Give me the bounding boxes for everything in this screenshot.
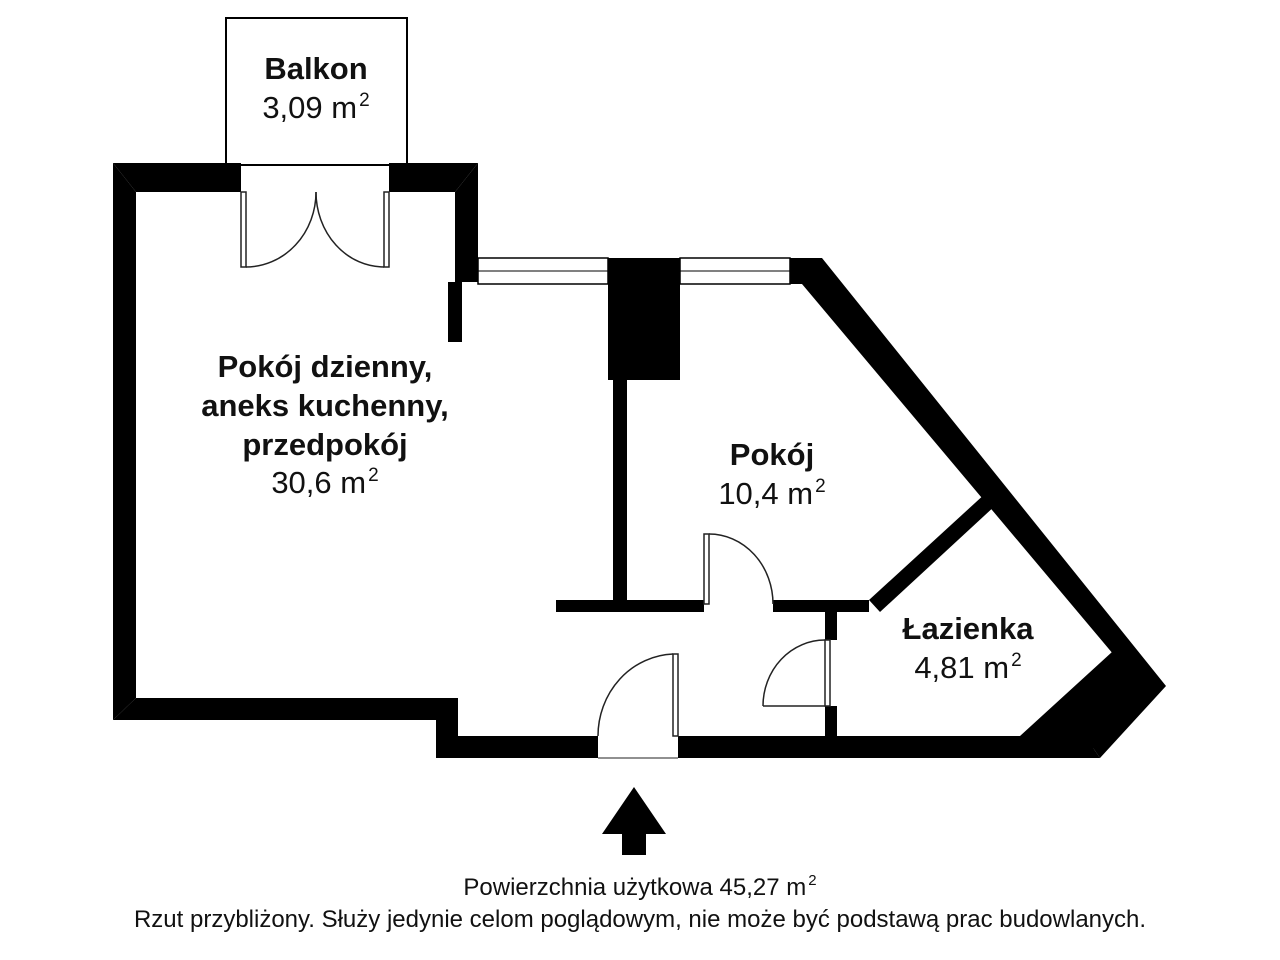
room-name: Łazienka bbox=[902, 611, 1034, 646]
pillar bbox=[608, 258, 680, 380]
living-room-label: Pokój dzienny, aneks kuchenny, przedpokó… bbox=[170, 348, 480, 503]
wall-bathroom-left-bottom bbox=[825, 706, 837, 738]
pokoj-door-arc bbox=[708, 533, 774, 605]
balcony-door-right-arc bbox=[315, 191, 385, 268]
windows bbox=[477, 257, 791, 285]
bathroom-door-arc bbox=[762, 639, 826, 707]
wall-corridor-right bbox=[773, 600, 869, 612]
room-name: Balkon bbox=[264, 51, 368, 86]
balcony-outline bbox=[225, 17, 408, 166]
entrance-arrow-icon bbox=[602, 787, 666, 855]
entrance-door-leaf bbox=[672, 653, 679, 737]
wall-right-upper bbox=[455, 163, 478, 282]
wall-top-left bbox=[113, 163, 241, 192]
room-name-line-2: aneks kuchenny, bbox=[201, 387, 449, 423]
bathroom-door-leaf bbox=[824, 639, 831, 707]
wall-bottom-right bbox=[678, 736, 1100, 758]
balcony-door-left-arc bbox=[245, 191, 317, 268]
wall-top-right bbox=[389, 163, 478, 192]
wall-bathroom-left-top bbox=[825, 612, 837, 640]
wall-corridor-left bbox=[556, 600, 704, 612]
room-name: Pokój bbox=[729, 437, 815, 472]
room-name-line-1: Pokój dzienny, bbox=[217, 349, 433, 384]
wall-bathroom-diagonal bbox=[869, 492, 997, 612]
wall-corner-fill bbox=[1020, 652, 1150, 752]
entrance-door-arc bbox=[597, 653, 674, 737]
doors bbox=[240, 191, 831, 759]
wall-stub bbox=[448, 282, 462, 342]
balcony-door-right-leaf bbox=[383, 191, 390, 268]
wall-bottom-left bbox=[113, 698, 458, 720]
balcony-door-left-leaf bbox=[240, 191, 247, 268]
walls bbox=[113, 163, 1166, 758]
room-name-line-3: przedpokój bbox=[242, 426, 408, 462]
wall-bottom-entrance-left bbox=[436, 736, 598, 758]
wall-left bbox=[113, 163, 136, 720]
pokoj-door-leaf bbox=[703, 533, 710, 605]
wall-partition-vertical bbox=[613, 380, 627, 602]
disclaimer: Rzut przybliżony. Służy jedynie celom po… bbox=[133, 906, 1147, 933]
